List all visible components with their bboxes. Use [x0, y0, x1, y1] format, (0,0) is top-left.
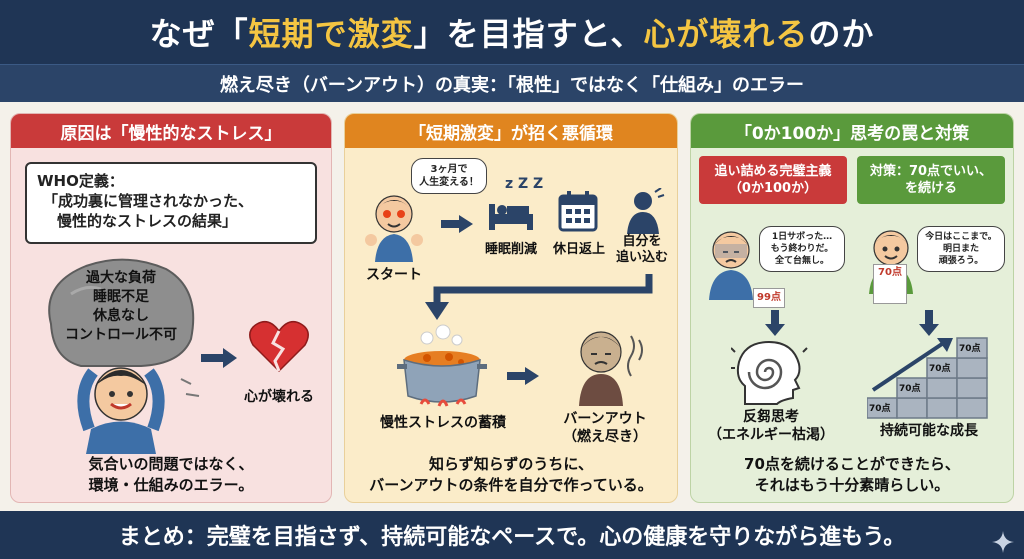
stair-label-1: 70点	[869, 404, 891, 414]
footer-summary: まとめ：完璧を目指さず、持続可能なペースで。心の健康を守りながら進もう。	[118, 525, 906, 550]
rumination-label: 反芻思考 （エネルギー枯渇）	[701, 408, 841, 444]
rumination-line-2: （エネルギー枯渇）	[708, 427, 834, 443]
score-paper-70: 70点	[873, 264, 907, 304]
rock-text: 過大な負荷 睡眠不足 休息なし コントロール不可	[61, 269, 181, 345]
panel-zero-or-hundred: 「0か100か」思考の罠と対策 追い詰める完璧主義 （0か100か） 対策：70…	[690, 113, 1014, 503]
score-paper-99: 99点	[753, 288, 785, 308]
stair-label-2: 70点	[899, 384, 921, 394]
who-line-2: 「成功裏に管理されなかった、	[43, 192, 254, 210]
stairs-growth-icon	[867, 337, 988, 419]
panel-cause-bottom: 気合いの問題ではなく、 環境・仕組みのエラー。	[11, 454, 331, 496]
panel-zero-hundred-bottom: 70点を続けることができたら、 それはもう十分素晴らしい。	[691, 454, 1013, 496]
determined-person-icon	[365, 195, 423, 262]
panel-cause-bottom-2: 環境・仕組みのエラー。	[88, 476, 254, 494]
self-push-label: 自分を 追い込む	[611, 234, 673, 266]
holiday-label: 休日返上	[552, 242, 605, 257]
who-line-3: 慢性的なストレスの結果」	[57, 212, 238, 230]
self-push-line-2: 追い込む	[615, 250, 668, 265]
burnout-label: バーンアウト （燃え尽き）	[557, 410, 653, 446]
boiling-pot-icon	[397, 324, 487, 407]
subtitle: 燃え尽き（バーンアウト）の真実：「根性」ではなく「仕組み」のエラー	[219, 74, 805, 96]
calendar-icon	[558, 191, 598, 232]
burned-out-person-icon	[579, 331, 643, 406]
pot-label: 慢性ストレスの蓄積	[380, 415, 506, 431]
arrow-down-icon	[765, 310, 785, 336]
panel-vicious-cycle-header: 「短期激変」が招く悪循環	[345, 114, 677, 148]
calm-bubble-line-3: 頑張ろう。	[938, 256, 984, 266]
speech-line-2: 人生変える！	[419, 177, 479, 188]
sad-speech-bubble: 1日サボった… もう終わりだ。 全て台無し。	[759, 226, 845, 272]
subtitle-bar: 燃え尽き（バーンアウト）の真実：「根性」ではなく「仕組み」のエラー	[0, 64, 1024, 102]
panel-cause-header: 原因は「慢性的なストレス」	[11, 114, 331, 148]
calm-bubble-line-1: 今日はここまで。	[925, 232, 997, 242]
stair-label-4: 70点	[959, 344, 981, 354]
sad-person-icon	[709, 231, 753, 300]
broken-heart-icon	[249, 320, 309, 373]
panel-cycle-bottom-1: 知らず知らずのうちに、	[429, 455, 593, 473]
stressed-person-icon	[627, 188, 665, 234]
growth-label: 持続可能な成長	[880, 423, 978, 439]
panel-cause: 原因は「慢性的なストレス」 WHO定義： 「成功裏に管理されなかった、 慢性的な…	[10, 113, 332, 503]
sad-bubble-line-3: 全て台無し。	[774, 256, 829, 266]
perfectionism-subhead: 追い詰める完璧主義 （0か100か）	[699, 156, 847, 204]
cycle-arrow-down-icon	[425, 274, 653, 320]
title-highlight-2: 心が壊れる	[643, 15, 809, 53]
burnout-line-1: バーンアウト	[563, 411, 647, 427]
start-label: スタート	[366, 267, 422, 283]
calm-speech-bubble: 今日はここまで。 明日また 頑張ろう。	[917, 226, 1005, 272]
title-part-1: なぜ「	[149, 15, 249, 53]
bed-icon	[489, 204, 533, 230]
title-highlight-1: 短期で激変	[248, 15, 414, 53]
countermeasure-line-1: 対策：70点でいい、	[869, 164, 993, 179]
panel-zero-hundred-header: 「0か100か」思考の罠と対策	[691, 114, 1013, 148]
panel-zero-hundred-bottom-2: それはもう十分素晴らしい。	[754, 476, 950, 494]
title-part-2: 」を目指すと、	[413, 15, 644, 53]
title-part-3: のか	[808, 15, 875, 53]
burnout-line-2: （燃え尽き）	[563, 429, 647, 445]
countermeasure-line-2: を続ける	[904, 181, 957, 196]
panel-vicious-cycle: 「短期激変」が招く悪循環 3ヶ月で 人生変える！ スタート z Z Z 睡眠削減	[344, 113, 678, 503]
speech-bubble-start: 3ヶ月で 人生変える！	[411, 158, 487, 194]
heart-broken-label: 心が壊れる	[244, 389, 314, 405]
arrow-right-icon	[201, 348, 237, 368]
sparkle-icon	[992, 531, 1014, 553]
panel-zero-hundred-bottom-1: 70点を続けることができたら、	[744, 455, 960, 473]
rumination-head-icon	[731, 340, 808, 405]
who-definition-box: WHO定義： 「成功裏に管理されなかった、 慢性的なストレスの結果」	[25, 162, 317, 244]
arrow-right-icon	[441, 215, 473, 233]
calm-bubble-line-2: 明日また	[942, 244, 979, 254]
title-bar: なぜ「短期で激変」を目指すと、心が壊れるのか	[0, 0, 1024, 64]
perfectionism-line-1: 追い詰める完璧主義	[714, 164, 832, 179]
footer-bar: まとめ：完璧を目指さず、持続可能なペースで。心の健康を守りながら進もう。	[0, 511, 1024, 559]
sad-bubble-line-1: 1日サボった…	[771, 232, 833, 242]
sad-bubble-line-2: もう終わりだ。	[770, 244, 834, 254]
who-line-1: WHO定義：	[37, 172, 124, 190]
rock-line-3: 休息なし	[93, 308, 149, 324]
panel-cause-bottom-1: 気合いの問題ではなく、	[88, 455, 254, 473]
rumination-line-1: 反芻思考	[743, 409, 799, 425]
countermeasure-subhead: 対策：70点でいい、 を続ける	[857, 156, 1005, 204]
sleep-label: 睡眠削減	[484, 242, 537, 257]
arrow-right-icon	[507, 367, 539, 385]
rock-line-4: コントロール不可	[65, 327, 177, 343]
main-title: なぜ「短期で激変」を目指すと、心が壊れるのか	[150, 9, 875, 55]
self-push-line-1: 自分を	[622, 234, 662, 249]
perfectionism-line-2: （0か100か）	[728, 181, 818, 196]
zzz-label: z Z Z	[505, 176, 544, 192]
stair-label-3: 70点	[929, 364, 951, 374]
arrow-down-icon	[919, 310, 939, 336]
panel-cycle-bottom-2: バーンアウトの条件を自分で作っている。	[369, 476, 653, 494]
rock-line-2: 睡眠不足	[93, 289, 149, 305]
speech-line-1: 3ヶ月で	[430, 164, 468, 175]
panel-cycle-bottom: 知らず知らずのうちに、 バーンアウトの条件を自分で作っている。	[345, 454, 677, 496]
rock-line-1: 過大な負荷	[86, 270, 156, 286]
rock-burden-illustration	[48, 258, 200, 454]
